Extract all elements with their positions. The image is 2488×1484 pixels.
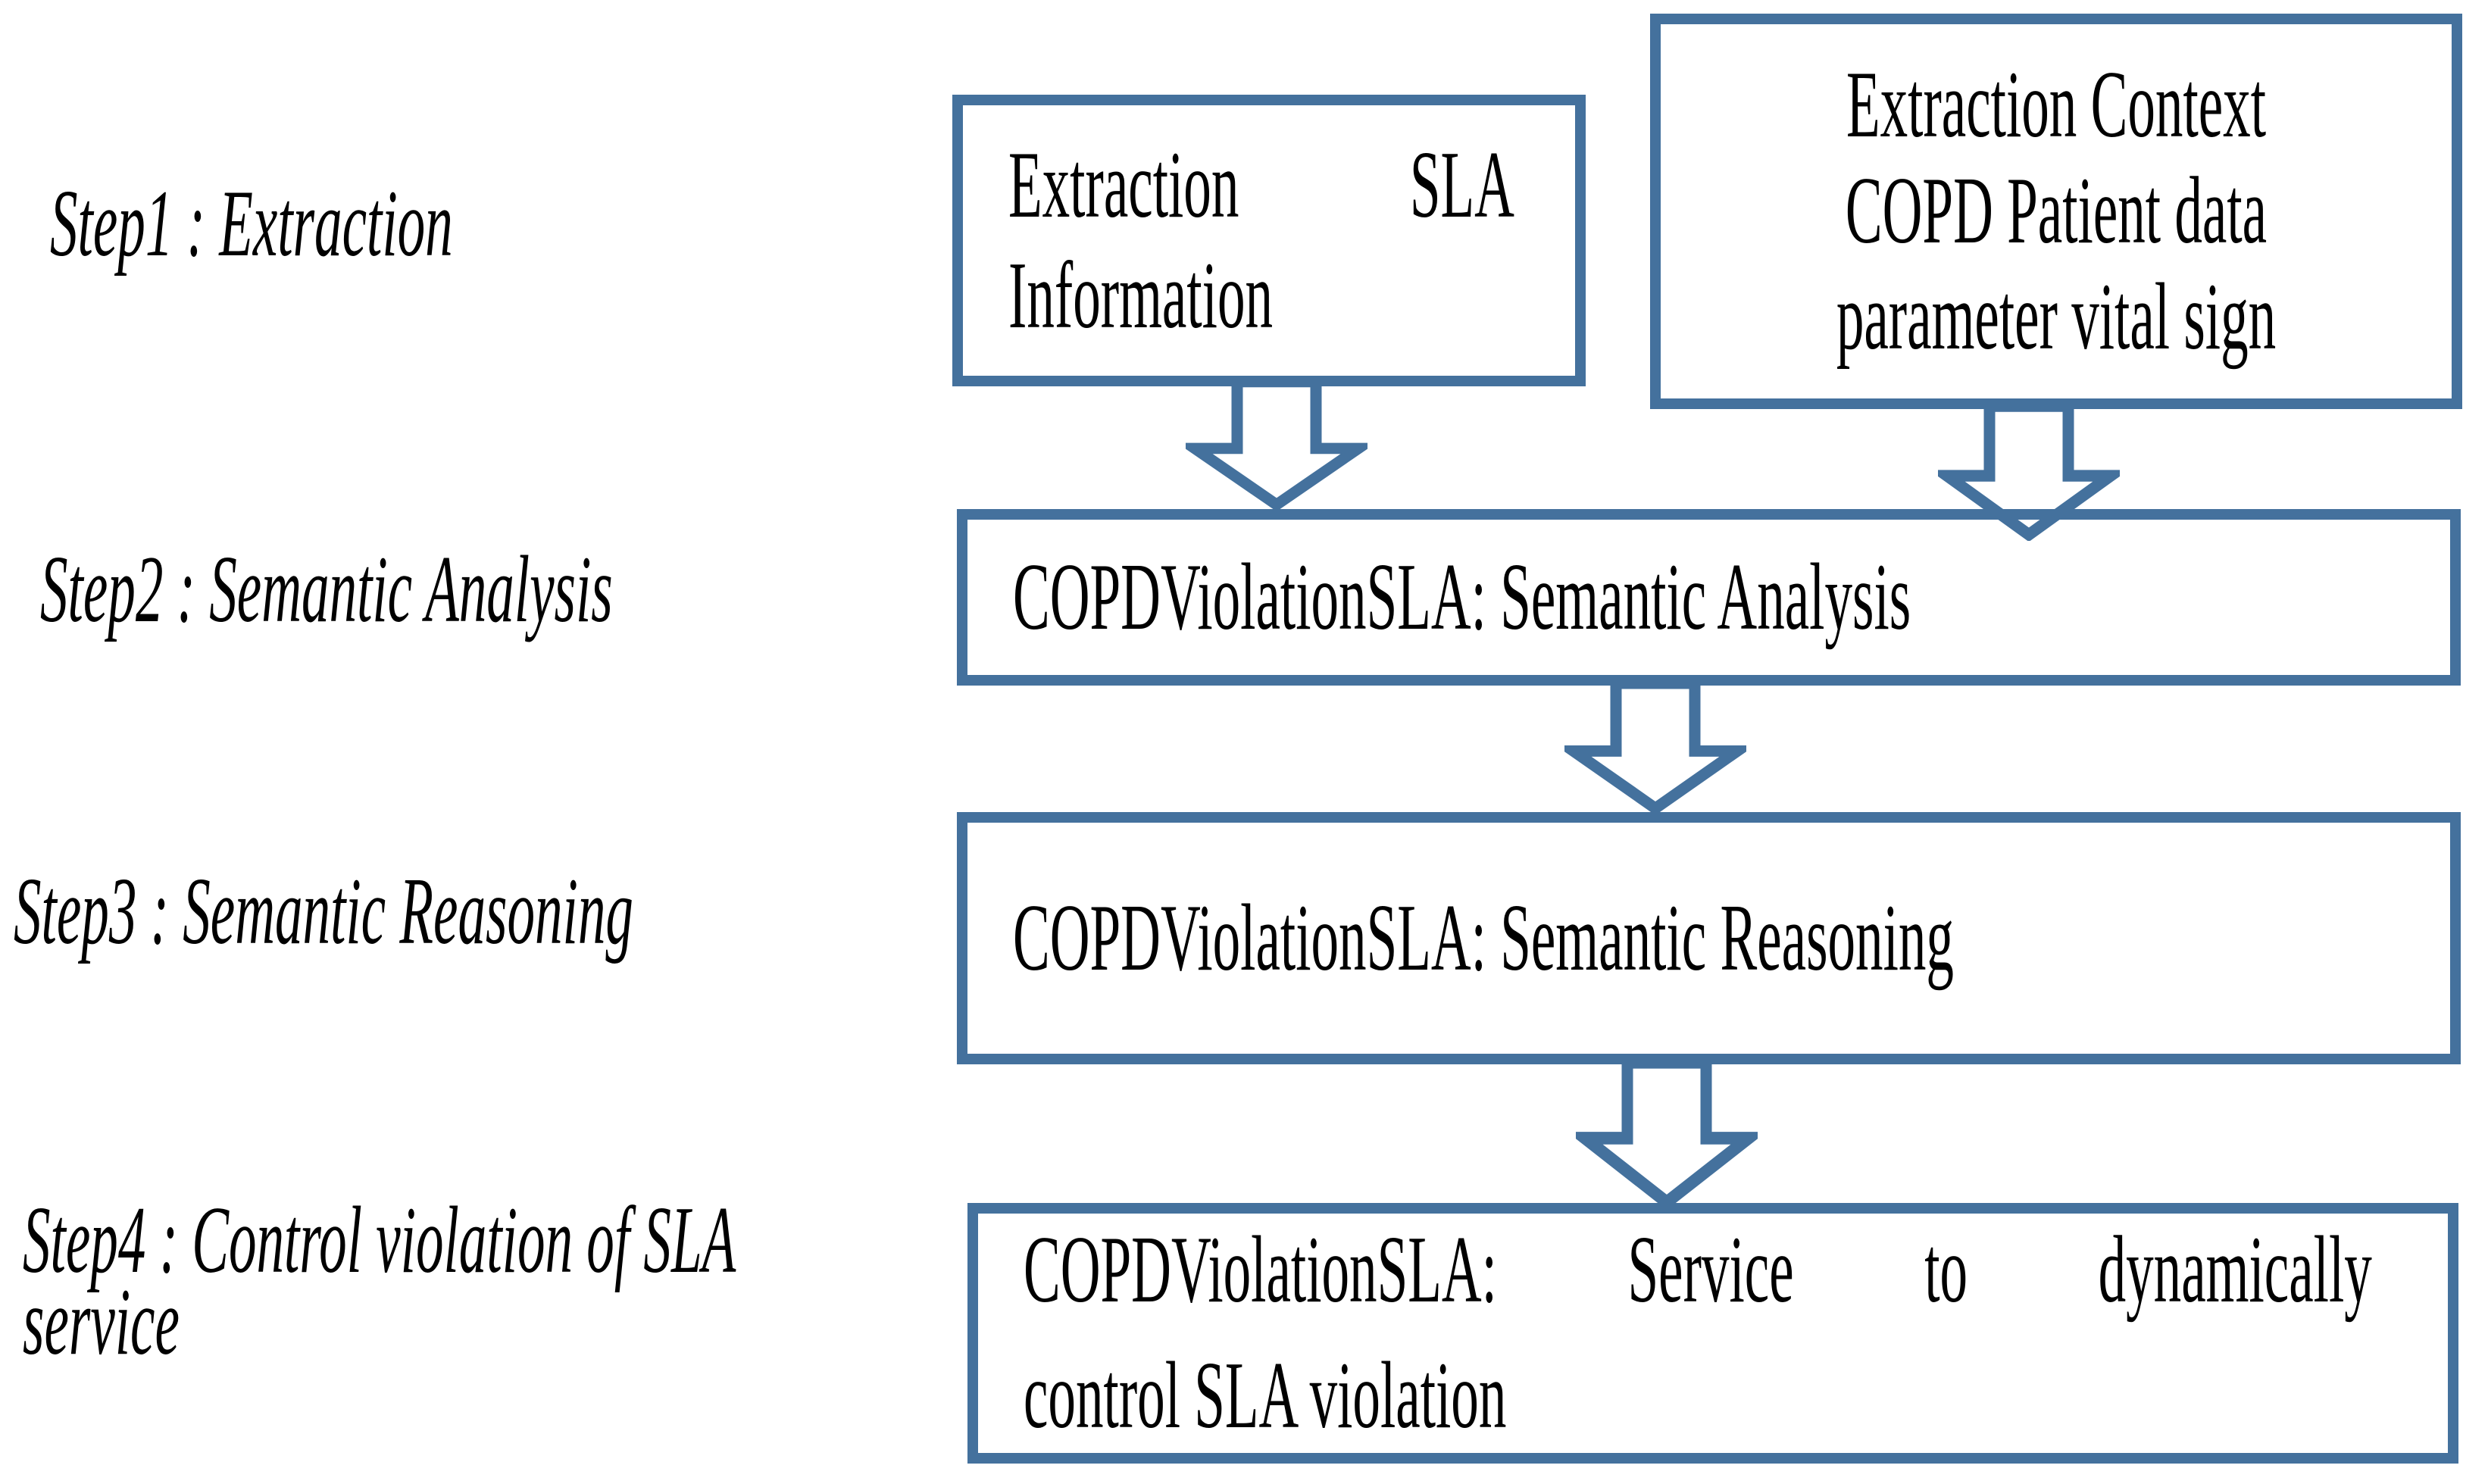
extraction-context-line1: Extraction Context <box>1846 52 2267 158</box>
control-violation-line1: COPDViolationSLA: Service to dynamically <box>1024 1223 2372 1318</box>
step4-label-line2: service <box>23 1270 180 1375</box>
extraction-sla-box: Extraction SLA Information <box>952 95 1586 386</box>
extraction-sla-line2: Information <box>1008 242 1274 348</box>
control-violation-word4: dynamically <box>2098 1217 2372 1323</box>
semantic-analysis-box: COPDViolationSLA: Semantic Analysis <box>957 509 2461 686</box>
semantic-reasoning-box: COPDViolationSLA: Semantic Reasoning <box>957 812 2461 1064</box>
step2-label: Step2 : Semantic Analysis <box>40 537 1027 642</box>
control-violation-word1: COPDViolationSLA: <box>1024 1217 1497 1323</box>
control-violation-line2: control SLA violation <box>1024 1343 1507 1448</box>
control-violation-box: COPDViolationSLA: Service to dynamically… <box>967 1203 2458 1464</box>
semantic-reasoning-text: COPDViolationSLA: Semantic Reasoning <box>1013 885 1954 991</box>
step1-label: Step1 : Extraction <box>50 171 745 276</box>
down-arrow-icon <box>1564 682 1746 814</box>
extraction-context-box: Extraction Context COPD Patient data par… <box>1650 14 2462 409</box>
extraction-sla-line1: Extraction SLA <box>1008 132 1514 238</box>
control-violation-word3: to <box>1924 1217 1968 1323</box>
arrow-border-junction <box>1564 812 1746 823</box>
extraction-sla-word1: Extraction <box>1008 132 1239 238</box>
down-arrow-icon <box>1576 1061 1758 1209</box>
control-violation-word2: Service <box>1627 1217 1794 1323</box>
extraction-context-line2: COPD Patient data <box>1845 158 2268 264</box>
down-arrow-icon <box>1186 380 1367 511</box>
step4-label: Step4 : Control violation of SLA service <box>23 1188 1252 1375</box>
down-arrow-icon <box>1938 405 2120 541</box>
step3-label-text: Step3 : Semantic Reasoning <box>14 859 633 964</box>
arrow-border-junction <box>1938 509 2120 520</box>
extraction-context-line3: parameter vital sign <box>1836 264 2277 370</box>
step1-label-text: Step1 : Extraction <box>50 171 453 276</box>
arrow-border-junction <box>1576 1203 1758 1214</box>
step4-label-line1: Step4 : Control violation of SLA <box>23 1188 736 1293</box>
step2-label-text: Step2 : Semantic Analysis <box>40 537 613 642</box>
step3-label: Step3 : Semantic Reasoning <box>14 859 1082 964</box>
arrow-border-junction <box>1186 509 1367 520</box>
semantic-analysis-text: COPDViolationSLA: Semantic Analysis <box>1013 544 1911 650</box>
extraction-sla-word2: SLA <box>1409 132 1514 238</box>
